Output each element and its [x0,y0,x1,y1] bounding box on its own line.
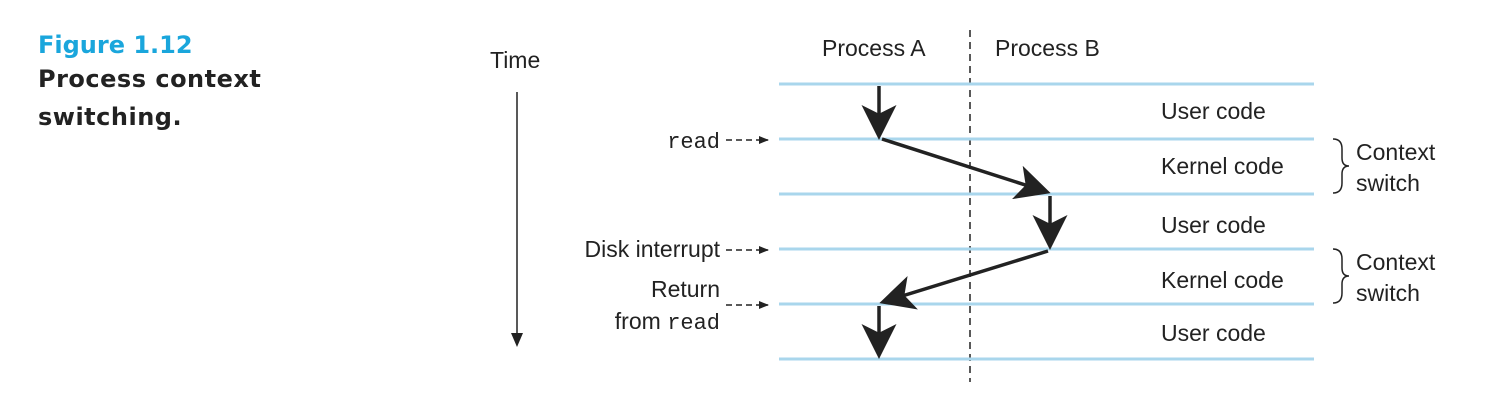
region-kernel-code-1: Kernel code [1161,153,1284,179]
event-return-label-line1: Return [651,276,720,302]
event-disk-interrupt-label: Disk interrupt [585,236,721,262]
figure-title: Process context switching. [38,65,262,131]
flow-arrow-switch-to-a [879,249,1049,310]
context-switch-brace [1332,138,1350,194]
time-label: Time [490,47,540,73]
flow-arrow-switch-to-b [881,137,1051,200]
event-read-label: read [667,130,720,155]
context-switch-label-1-line1: Context [1356,139,1436,165]
process-b-header: Process B [995,35,1100,61]
region-user-code-2: User code [1161,212,1266,238]
process-a-header: Process A [822,35,926,61]
figure-caption: Figure 1.12 Process context switching. [38,30,288,136]
event-return-from-text: from [615,308,667,334]
figure-number: Figure 1.12 [38,31,193,59]
context-switch-label-2-line2: switch [1356,280,1420,306]
event-return-label-line2: from read [615,308,720,336]
context-switch-label-1-line2: switch [1356,170,1420,196]
region-user-code-3: User code [1161,320,1266,346]
region-user-code-1: User code [1161,98,1266,124]
context-switch-label-2-line1: Context [1356,249,1436,275]
region-kernel-code-2: Kernel code [1161,267,1284,293]
event-return-read-text: read [667,311,720,336]
context-switch-brace [1332,248,1350,304]
time-axis-arrowhead [511,333,523,347]
